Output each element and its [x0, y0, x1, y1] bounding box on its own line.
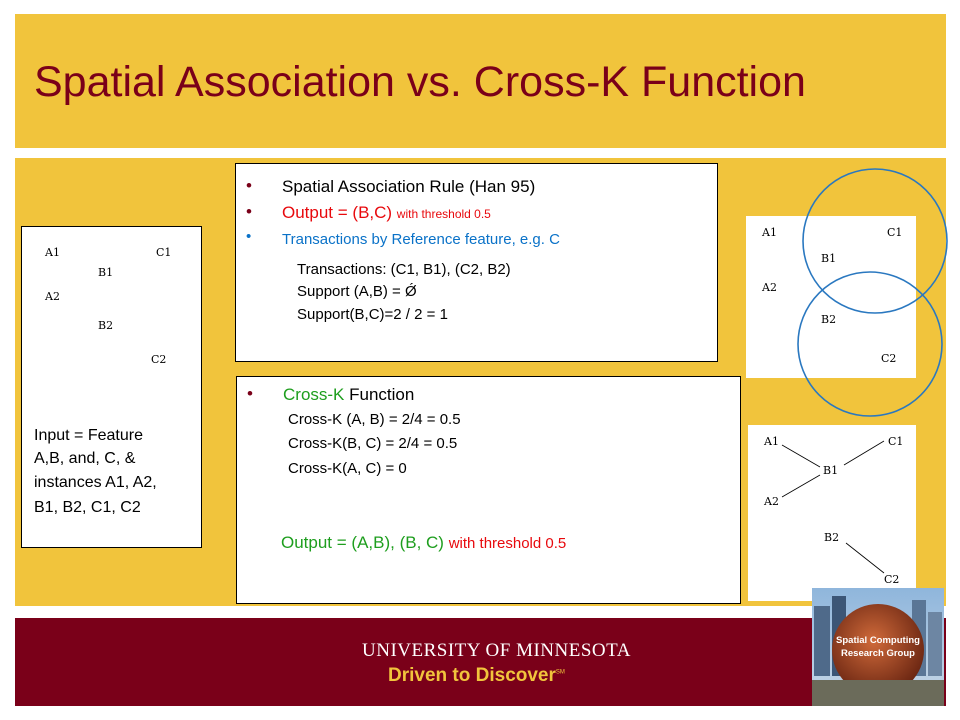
footer-band [15, 618, 946, 706]
label-c2: C2 [884, 573, 899, 586]
rule-support-ab-line: Support (A,B) = Ǿ [297, 283, 417, 300]
label-c1: C1 [156, 246, 171, 259]
label-a1: A1 [44, 246, 60, 259]
umn-logo: UNIVERSITY OF MINNESOTA Driven to Discov… [360, 640, 630, 690]
crossk-ac-line: Cross-K(A, C) = 0 [288, 460, 407, 477]
label-a1: A1 [763, 435, 779, 448]
crossk-output-text: Output = (A,B), (B, C) [281, 533, 449, 552]
umn-wordmark: UNIVERSITY OF MINNESOTA [362, 640, 631, 661]
crossk-ab-line: Cross-K (A, B) = 2/4 = 0.5 [288, 411, 461, 428]
crossk-bc-line: Cross-K(B, C) = 2/4 = 0.5 [288, 435, 458, 452]
label-c1: C1 [888, 435, 903, 448]
label-c2: C2 [151, 353, 166, 366]
association-figure-svg: A1 C1 B1 A2 B2 C2 [761, 226, 902, 365]
badge-line-2: Research Group [841, 648, 915, 659]
label-c2: C2 [881, 352, 896, 365]
input-box: A1 C1 B1 A2 B2 C2 Input = Feature A,B, a… [21, 226, 202, 548]
rule-threshold-text: with threshold 0.5 [396, 207, 491, 221]
rule-bullet-3: Transactions by Reference feature, e.g. … [282, 231, 560, 248]
bullet-dot: • [247, 384, 253, 403]
input-line-2: A,B, and, C, & [34, 450, 136, 467]
crossk-colored-text: Cross-K [283, 385, 345, 404]
link-a2-b1 [781, 474, 821, 498]
label-b1: B1 [98, 266, 113, 279]
link-b2-c2 [845, 542, 885, 574]
circles-overlay [797, 168, 948, 417]
label-a1: A1 [761, 226, 777, 239]
label-a2: A2 [763, 495, 779, 508]
association-rule-box: • Spatial Association Rule (Han 95) • Ou… [235, 163, 718, 362]
label-a2: A2 [761, 281, 777, 294]
badge-image: Spatial Computing Research Group [812, 588, 944, 706]
label-b1: B1 [823, 464, 838, 477]
cross-k-figure-svg: A1 C1 B1 A2 B2 C2 [763, 435, 903, 586]
rule-transactions-line: Transactions: (C1, B1), (C2, B2) [297, 261, 511, 278]
label-b2: B2 [98, 319, 113, 332]
cross-k-box: • Cross-K Function Cross-K (A, B) = 2/4 … [236, 376, 741, 604]
link-c1-b1 [843, 440, 885, 466]
input-line-4: B1, B2, C1, C2 [34, 499, 141, 516]
rule-output-text: Output = (B,C) [282, 203, 397, 222]
input-line-3: instances A1, A2, [34, 474, 157, 491]
circle-b1-c1 [802, 168, 948, 314]
crossk-rest-text: Function [344, 385, 415, 404]
label-c1: C1 [887, 226, 902, 239]
input-points-svg: A1 C1 B1 A2 B2 C2 [44, 246, 171, 366]
crossk-output-line: Output = (A,B), (B, C) with threshold 0.… [281, 533, 566, 553]
label-b2: B2 [821, 313, 836, 326]
input-line-1: Input = Feature [34, 427, 143, 444]
bullet-dot: • [246, 202, 252, 221]
label-a2: A2 [44, 290, 60, 303]
umn-tagline: Driven to DiscoverSM [388, 665, 565, 687]
bullet-dot: • [246, 176, 252, 195]
label-b1: B1 [821, 252, 836, 265]
bullet-dot: • [246, 228, 252, 245]
rule-support-bc-line: Support(B,C)=2 / 2 = 1 [297, 306, 448, 323]
circle-b2-c2 [797, 271, 943, 417]
tagline-text: Driven to Discover [388, 665, 556, 686]
cross-k-figure: A1 C1 B1 A2 B2 C2 [748, 425, 916, 601]
association-rule-figure: A1 C1 B1 A2 B2 C2 [746, 216, 916, 378]
rule-bullet-1: Spatial Association Rule (Han 95) [282, 177, 536, 196]
link-a1-b1 [781, 444, 821, 468]
title-band [15, 14, 946, 148]
input-points-figure: A1 C1 B1 A2 B2 C2 [33, 236, 183, 376]
crossk-bullet: Cross-K Function [283, 385, 414, 405]
service-mark: SM [555, 669, 565, 676]
crossk-threshold-text: with threshold 0.5 [448, 535, 567, 552]
research-group-badge: Spatial Computing Research Group [812, 588, 944, 706]
rule-bullet-2: Output = (B,C) with threshold 0.5 [282, 203, 491, 223]
label-b2: B2 [824, 531, 839, 544]
badge-line-1: Spatial Computing [836, 635, 920, 646]
page-title: Spatial Association vs. Cross-K Function [34, 58, 806, 106]
